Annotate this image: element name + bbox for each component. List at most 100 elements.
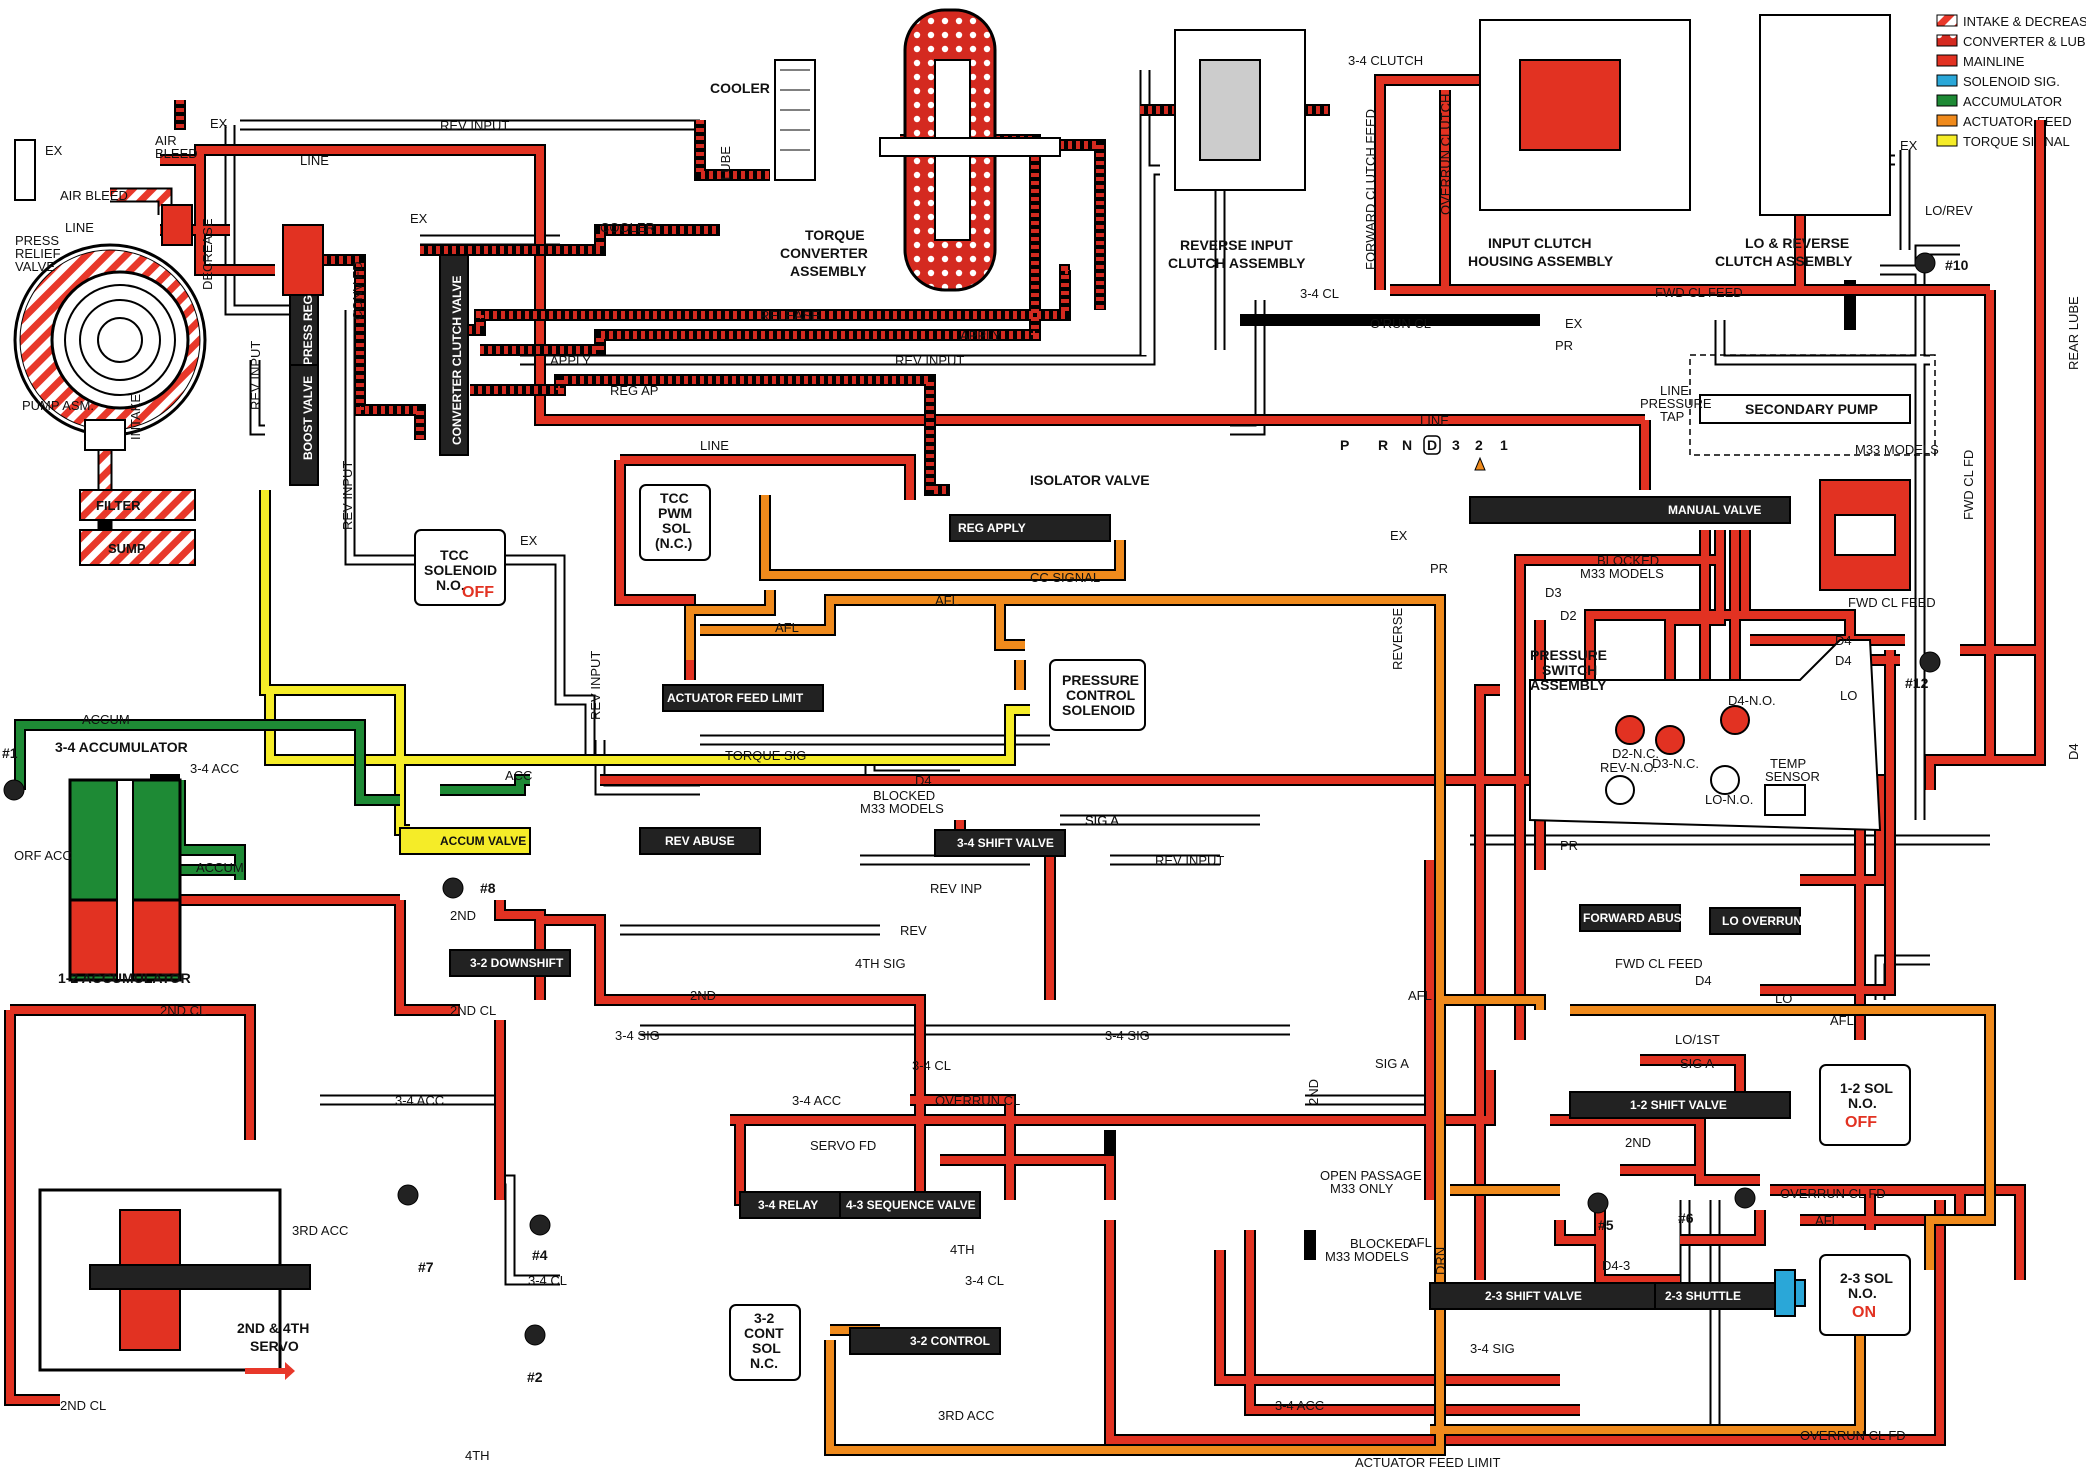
control-32-valve: 3-2 CONTROL	[910, 1334, 990, 1348]
selector-1: 1	[1500, 437, 1508, 453]
legend-solenoid: SOLENOID SIG.	[1963, 74, 2060, 89]
pump-asm-label: PUMP ASM.	[22, 398, 94, 413]
tcc-pwm-l2: PWM	[658, 505, 692, 521]
reverse-input-title-2: CLUTCH ASSEMBLY	[1168, 255, 1306, 271]
label-line-mid: LINE	[700, 438, 729, 453]
decrease-label: DECREASE	[200, 218, 215, 290]
checkball-5: #5	[1598, 1217, 1614, 1233]
label-cooler: COOLER	[600, 220, 655, 235]
label-line-top: LINE	[300, 153, 329, 168]
label-lo-rev-top: LO/REV	[1925, 203, 1973, 218]
label-34-sig-bottom: 3-4 SIG	[1470, 1341, 1515, 1356]
label-34-sig-left: 3-4 SIG	[615, 1028, 660, 1043]
label-34-acc-bottom: 3-4 ACC	[1275, 1398, 1324, 1413]
servo: 2ND & 4TH SERVO	[38, 1188, 311, 1380]
sol23-l1: 2-3 SOL	[1840, 1270, 1893, 1286]
label-overrun-cl-fd-right: OVERRUN CL FD	[1780, 1186, 1886, 1201]
converter-clutch-valve: CONVERTER CLUTCH VALVE	[450, 275, 464, 445]
label-sig-a-lower: SIG A	[1375, 1056, 1409, 1071]
label-sig-a-right: SIG A	[1680, 1056, 1714, 1071]
label-line-tap-3: TAP	[1660, 409, 1684, 424]
label-afl-right: AFL	[1830, 1013, 1854, 1028]
label-afl-top: AFL	[935, 593, 959, 608]
label-d43: D4-3	[1602, 1258, 1630, 1273]
label-d4-right: D4	[1835, 633, 1852, 648]
solenoids: TCC SOLENOID N.O. OFF TCC PWM SOL (N.C.)…	[414, 484, 1911, 1381]
gear-selector: P R N D 3 2 1	[1340, 435, 1508, 471]
shift-34-valve: 3-4 SHIFT VALVE	[957, 836, 1054, 850]
press-reg-valve: PRESS REG	[301, 295, 315, 365]
label-blocked-m33-4: M33 MODELS	[860, 801, 944, 816]
tcc-sol-l3: N.O.	[436, 577, 465, 593]
converter-title-3: ASSEMBLY	[790, 263, 867, 279]
label-afl-shift-left: AFL	[1408, 1235, 1432, 1250]
orf-acc-label: ORF ACC	[14, 848, 72, 863]
d2nc-label: D2-N.C.	[1612, 746, 1659, 761]
label-fwd-cl-feed-mid: FWD CL FEED	[1615, 956, 1703, 971]
label-afl-shift: AFL	[1815, 1213, 1839, 1228]
lo-overrun-valve: LO OVERRUN	[1722, 914, 1802, 928]
label-pr-top: PR	[1555, 338, 1573, 353]
checkball-10: #10	[1945, 257, 1969, 273]
label-rev: REV	[900, 923, 927, 938]
accum-label-top: ACCUM	[82, 712, 130, 727]
sol32-l1: 3-2	[754, 1310, 774, 1326]
label-2nd-vertical: 2ND	[1306, 1079, 1321, 1105]
label-rev-inp: REV INP	[930, 881, 982, 896]
label-d4-lower: D4	[1695, 973, 1712, 988]
label-reverse: REVERSE	[1390, 608, 1405, 670]
label-lo-right: LO	[1840, 688, 1857, 703]
secondary-pump: SECONDARY PUMP M33 MODELS	[1689, 354, 1939, 457]
label-line-left: LINE	[65, 220, 94, 235]
label-torque-sig: TORQUE SIG	[725, 748, 806, 763]
press-relief-label-1: PRESS	[15, 233, 59, 248]
shift-23-valve: 2-3 SHIFT VALVE	[1485, 1289, 1582, 1303]
valves: PRESS REG BOOST VALVE CONVERTER CLUTCH V…	[282, 224, 1802, 1355]
label-2nd-small: 2ND	[450, 908, 476, 923]
exhaust-passages-fill	[226, 70, 1990, 1440]
label-ex-tcc: EX	[520, 533, 538, 548]
selector-2: 2	[1475, 437, 1483, 453]
label-blocked-m33-2: M33 MODELS	[1580, 566, 1664, 581]
reverse-input-clutch: REVERSE INPUT CLUTCH ASSEMBLY	[1168, 29, 1306, 271]
accum-12-title: 1-2 ACCUMULATOR	[58, 970, 191, 986]
label-blocked-m33-3: BLOCKED	[873, 788, 935, 803]
forward-abuse-valve: FORWARD ABUSE	[1583, 911, 1690, 925]
servo-title-2: SERVO	[250, 1338, 299, 1354]
revno-label: REV-N.O.	[1600, 760, 1657, 775]
label-34-cl-lower: 3-4 CL	[528, 1273, 567, 1288]
lo-reverse-title-1: LO & REVERSE	[1745, 235, 1849, 251]
secondary-pump-title: SECONDARY PUMP	[1745, 401, 1878, 417]
isolator-valve-title: ISOLATOR VALVE	[1030, 472, 1150, 488]
label-pr-lower: PR	[1560, 838, 1578, 853]
lube-label: LUBE	[718, 146, 733, 180]
label-3rd-acc: 3RD ACC	[292, 1223, 348, 1238]
sol23-state: ON	[1852, 1304, 1876, 1321]
label-ex-orun: EX	[1565, 316, 1583, 331]
selector-3: 3	[1452, 437, 1460, 453]
tcc-pwm-l4: (N.C.)	[655, 535, 692, 551]
intake-label: INTAKE	[128, 394, 143, 440]
press-relief-label-3: VALVE	[15, 259, 55, 274]
label-rear-lube: REAR LUBE	[2066, 296, 2081, 370]
accumulators: 3-4 ACCUMULATOR 1-2 ACCUMULATOR ORF ACC …	[14, 712, 244, 986]
legend-actuator: ACTUATOR FEED	[1963, 114, 2072, 129]
tcc-pwm-l1: TCC	[660, 490, 689, 506]
label-line-right: LINE	[1420, 413, 1449, 428]
label-34-clutch-top: 3-4 CLUTCH	[1348, 53, 1423, 68]
shuttle-23-valve: 2-3 SHUTTLE	[1665, 1289, 1741, 1303]
pcs-l2: CONTROL	[1066, 687, 1136, 703]
checkball-8: #8	[480, 880, 496, 896]
label-2nd-cl-left: 2ND CL	[160, 1003, 206, 1018]
checkballs: #1 #2 #4 #5 #6 #7 #8 #10 #12	[2, 252, 1969, 1385]
selector-n: N	[1402, 437, 1412, 453]
label-rev-input-left-2: REV INPUT	[340, 461, 355, 530]
input-clutch-title-1: INPUT CLUTCH	[1488, 235, 1591, 251]
label-pr-mid: PR	[1430, 561, 1448, 576]
label-34-acc-2: 3-4 ACC	[792, 1093, 841, 1108]
checkball-6: #6	[1678, 1210, 1694, 1226]
lono-label: LO-N.O.	[1705, 792, 1753, 807]
label-overrun-cl-fd-bottom: OVERRUN CL FD	[1800, 1428, 1906, 1443]
label-fwd-cl-fd: FWD CL FD	[1961, 450, 1976, 520]
